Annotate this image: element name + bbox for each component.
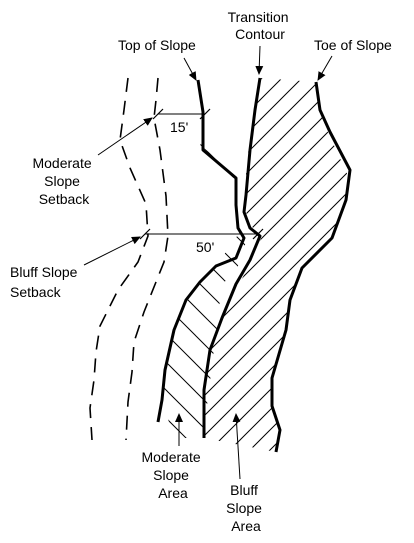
top-of-slope-leader [183, 57, 197, 81]
bluff-slope-area-label: Bluff Slope Area [226, 482, 266, 534]
transition-contour-line [202, 77, 262, 438]
bluff-slope-setback-label-2: Setback [10, 284, 62, 300]
dim-15-tick-left [152, 108, 164, 120]
transition-contour-label-2: Contour [235, 26, 285, 42]
dim-50-label: 50' [196, 239, 214, 255]
bluff-slope-area-hatch [204, 78, 350, 452]
bluff-setback-line [89, 77, 149, 441]
dim-50-tick-right [252, 228, 264, 240]
dim-15-tick-right [199, 108, 211, 120]
moderate-slope-setback-label-1: Moderate [32, 155, 91, 171]
dim-15-label: 15' [170, 119, 188, 135]
dim-50-tick-left [139, 228, 151, 240]
toe-of-slope-leader [317, 55, 333, 81]
moderate-slope-area-label-1: Moderate [141, 449, 200, 465]
moderate-slope-setback-leader [97, 117, 153, 156]
bluff-slope-setback-label-1: Bluff Slope [10, 264, 78, 280]
toe-of-slope-label: Toe of Slope [314, 37, 392, 53]
moderate-slope-area-label-3: Area [158, 485, 188, 501]
bluff-slope-area-label-3: Area [231, 518, 261, 534]
moderate-slope-setback-label-3: Setback [39, 191, 91, 207]
transition-contour-label-1: Transition [228, 9, 289, 25]
moderate-slope-setback-label: Moderate Slope Setback [32, 155, 95, 207]
bluff-slope-setback-leader [83, 236, 141, 266]
toe-of-slope-line [270, 81, 352, 453]
bluff-slope-area-leader [232, 413, 241, 480]
moderate-slope-area-label-2: Slope [153, 467, 189, 483]
moderate-slope-setback-label-2: Slope [44, 173, 80, 189]
bluff-slope-setback-label: Bluff Slope Setback [10, 264, 81, 300]
bluff-slope-area-label-1: Bluff [230, 482, 258, 498]
moderate-slope-area-label: Moderate Slope Area [141, 449, 204, 501]
moderate-setback-line [125, 77, 169, 441]
top-of-slope-label: Top of Slope [118, 37, 196, 53]
bluff-slope-area-label-2: Slope [226, 500, 262, 516]
transition-contour-label: Transition Contour [228, 9, 293, 42]
top-of-slope-line [156, 79, 246, 423]
transition-contour-leader [255, 45, 264, 75]
